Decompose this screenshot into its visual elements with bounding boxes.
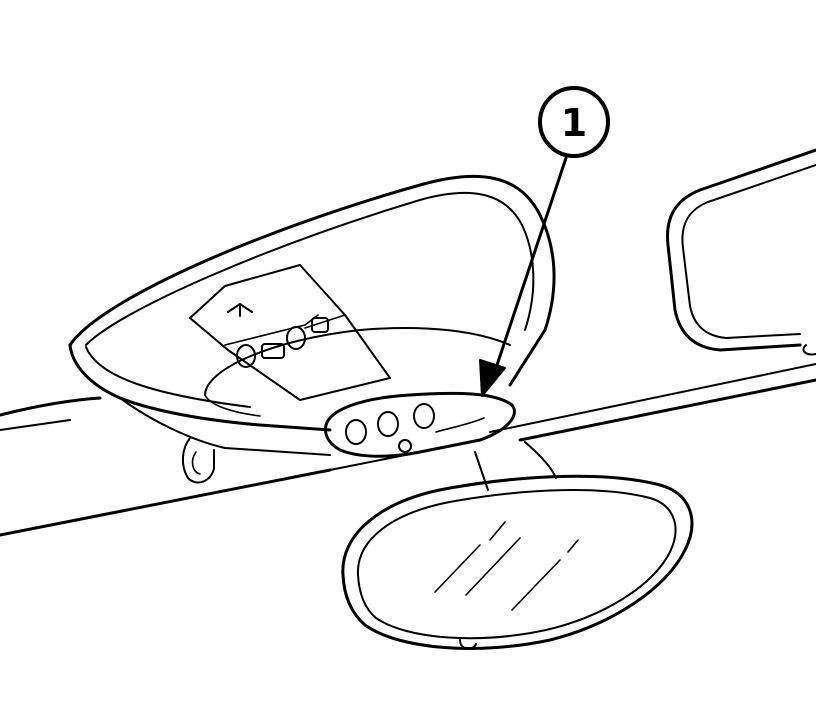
panel-switch-2 <box>261 343 285 359</box>
callout-1: 1 <box>538 86 610 158</box>
reading-lamp-assembly <box>324 391 516 458</box>
lamp-lens-2 <box>377 411 399 437</box>
sun-visor <box>665 148 816 356</box>
lamp-screw <box>398 439 412 453</box>
panel-switch-4 <box>311 317 329 333</box>
callout-circle <box>538 86 610 158</box>
headliner-edge <box>0 363 816 537</box>
panel-switch-3 <box>286 326 306 350</box>
rearview-mirror <box>341 441 694 650</box>
panel-switch-1 <box>236 344 256 368</box>
callout-leader <box>479 156 568 397</box>
lamp-lens-3 <box>413 403 435 429</box>
overhead-console <box>68 174 556 484</box>
lamp-lens-1 <box>345 419 367 445</box>
callout-label: 1 <box>561 101 587 145</box>
